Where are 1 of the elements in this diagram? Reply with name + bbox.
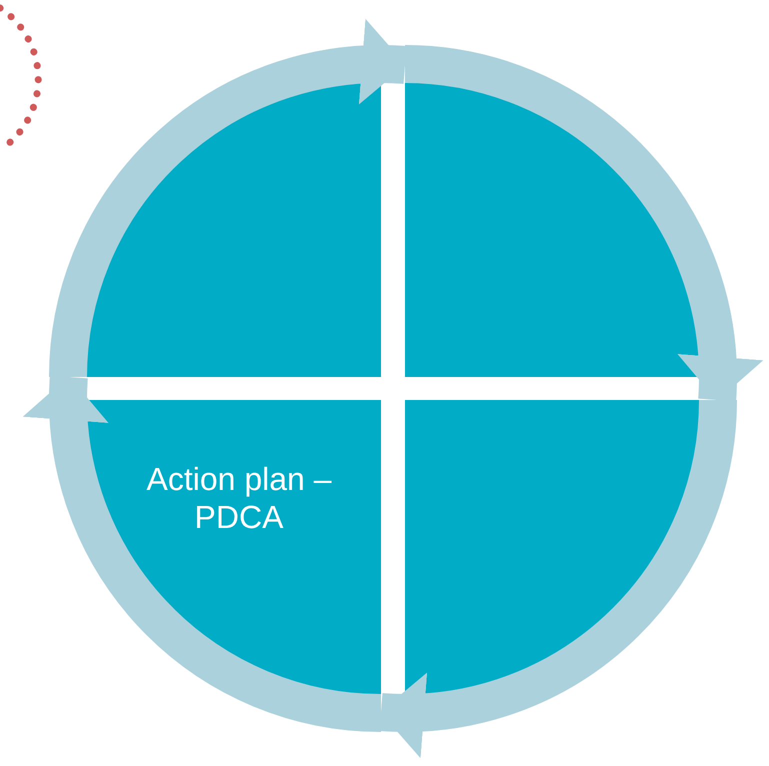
segment-label: Action plan – PDCA <box>145 460 332 536</box>
